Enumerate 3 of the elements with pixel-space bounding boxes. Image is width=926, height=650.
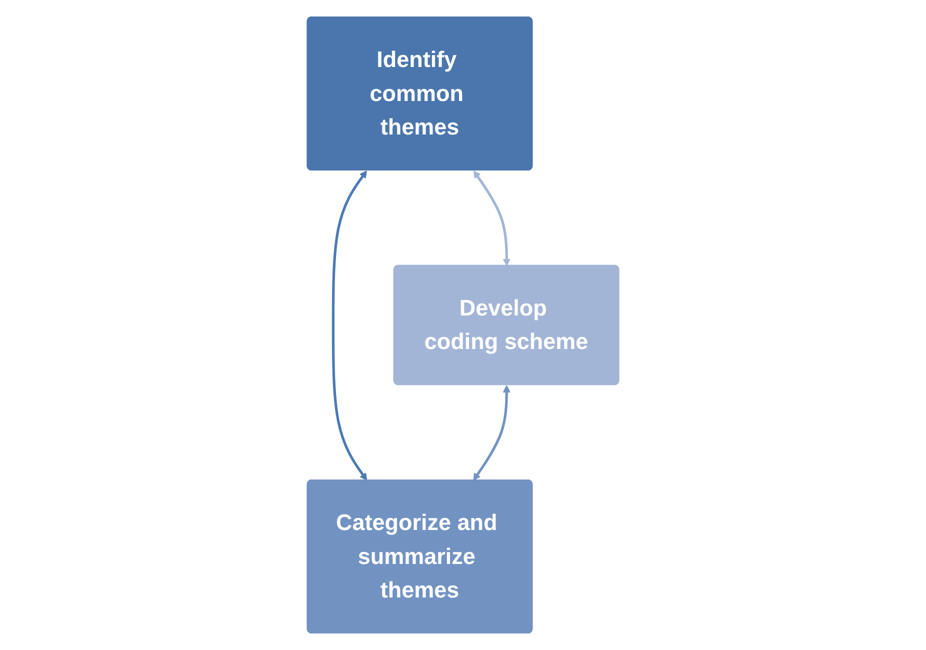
arrow	[332, 170, 368, 481]
arrow	[473, 170, 510, 266]
arrow	[473, 385, 510, 481]
